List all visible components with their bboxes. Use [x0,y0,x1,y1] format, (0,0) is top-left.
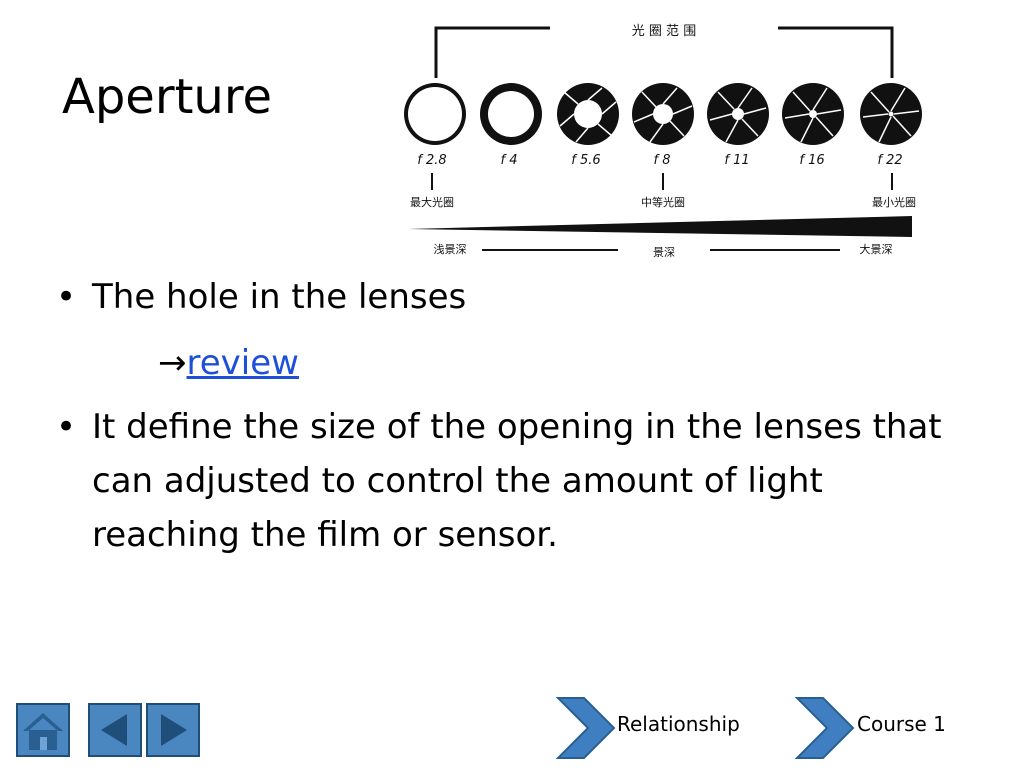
triangle-left-icon [101,714,127,746]
forward-button[interactable] [146,703,200,757]
bullet-glyph: • [56,407,77,447]
aperture-circle-5 [707,83,769,145]
dof-large-label: 大景深 [860,242,893,256]
bracket-right [778,26,894,78]
back-button[interactable] [88,703,142,757]
bullet-text-1: The hole in the lenses [92,277,467,317]
fstop-label-6: f 16 [799,153,824,168]
triangle-right-icon [161,714,187,746]
bullet-item-1: • The hole in the lenses [50,270,950,324]
aperture-circle-3 [557,83,619,145]
bullet-item-2: • It define the size of the opening in t… [50,400,950,562]
review-subline: →review [50,336,950,390]
course-link[interactable]: Course 1 [857,712,946,736]
fstop-label-3: f 5.6 [571,153,600,168]
chevron-right-icon[interactable] [795,694,857,762]
bullet-glyph: • [56,277,77,317]
arrow-icon: → [158,343,187,383]
label-max-aperture: 最大光圈 [410,195,454,209]
relationship-link[interactable]: Relationship [617,712,740,736]
aperture-circle-2 [480,83,542,145]
fstop-label-2: f 4 [501,153,518,168]
home-button[interactable] [16,703,70,757]
bullet-list: • The hole in the lenses →review • It de… [50,270,950,562]
dof-center-label: 景深 [653,246,675,259]
fstop-label-1: f 2.8 [417,153,446,168]
home-icon [23,713,63,750]
label-mid-aperture: 中等光圈 [641,195,685,209]
diagram-header: 光 圈 范 围 [632,24,696,39]
aperture-circle-4 [632,83,694,145]
aperture-diagram-svg: 光 圈 范 围 [404,24,922,259]
fstop-label-5: f 11 [724,153,749,168]
dof-wedge [408,216,912,237]
aperture-circle-7 [860,83,922,145]
bracket-left [434,26,550,78]
dof-shallow-label: 浅景深 [434,243,467,256]
label-min-aperture: 最小光圈 [872,195,916,209]
aperture-circle-1 [404,83,466,145]
fstop-label-7: f 22 [877,153,902,168]
fstop-label-4: f 8 [654,153,671,168]
slide-title: Aperture [62,69,273,125]
bullet-text-2: It define the size of the opening in the… [92,407,942,555]
review-link[interactable]: review [186,343,299,383]
chevron-right-icon[interactable] [556,694,618,762]
aperture-circle-6 [782,83,844,145]
aperture-diagram: 光 圈 范 围 [400,18,930,263]
